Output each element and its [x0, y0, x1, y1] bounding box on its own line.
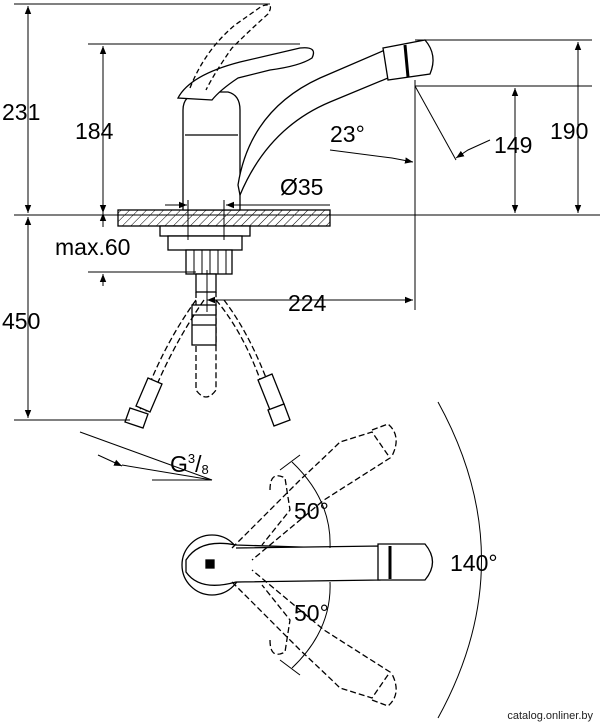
arc-140 [437, 401, 482, 719]
spout-top-center [235, 545, 381, 583]
label-23deg: 23° [330, 121, 365, 147]
aerator-head [382, 39, 434, 81]
label-140: 140° [450, 550, 498, 576]
label-g-thread-num: 3 [187, 451, 196, 466]
faucet-body [182, 91, 241, 211]
side-view [117, 4, 434, 429]
label-224: 224 [288, 290, 327, 316]
lever-raised-ghost [189, 4, 272, 91]
left-connector [135, 377, 163, 413]
label-231: 231 [2, 99, 41, 125]
aerator-top-center [377, 543, 434, 581]
label-g-thread: G3/8 [170, 451, 209, 477]
label-184: 184 [75, 118, 114, 144]
mount-plate [167, 235, 243, 251]
label-max60: max.60 [55, 234, 131, 260]
lever-handle [176, 47, 315, 101]
label-g-thread-base: G [170, 451, 188, 477]
label-diameter-35: Ø35 [280, 174, 324, 200]
top-view [181, 401, 482, 719]
threaded-rod [185, 249, 233, 275]
label-50-lower: 50° [294, 600, 329, 626]
dimension-lines [14, 3, 600, 481]
mount-nut [159, 225, 251, 237]
spout-top-lower-ghost [231, 569, 397, 707]
left-nut [124, 407, 149, 429]
watermark: catalog.onliner.by [507, 710, 593, 722]
label-149: 149 [494, 132, 533, 158]
label-190: 190 [550, 118, 589, 144]
right-connector [257, 373, 285, 411]
spout-top-upper-ghost [231, 423, 397, 561]
arc-lower-50 [291, 581, 331, 669]
pull-out-hose [195, 292, 217, 398]
right-nut [267, 403, 291, 427]
label-50-upper: 50° [294, 498, 329, 524]
label-450: 450 [2, 308, 41, 334]
label-g-thread-den: 8 [201, 462, 209, 477]
arc-upper-50 [291, 461, 331, 549]
